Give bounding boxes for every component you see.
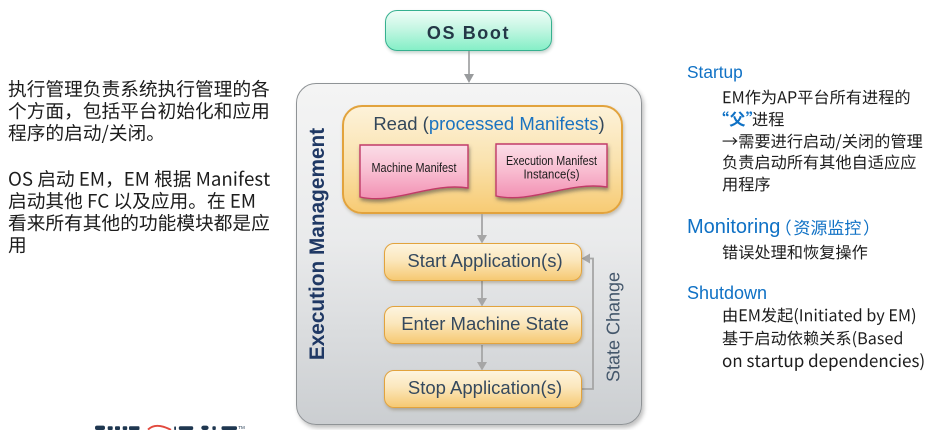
svg-text:Machine Manifest: Machine Manifest [372,160,457,175]
svg-text:Instance(s): Instance(s) [524,167,580,182]
svg-text:Execution Manifest: Execution Manifest [506,153,597,168]
svg-text:TM: TM [238,425,245,430]
